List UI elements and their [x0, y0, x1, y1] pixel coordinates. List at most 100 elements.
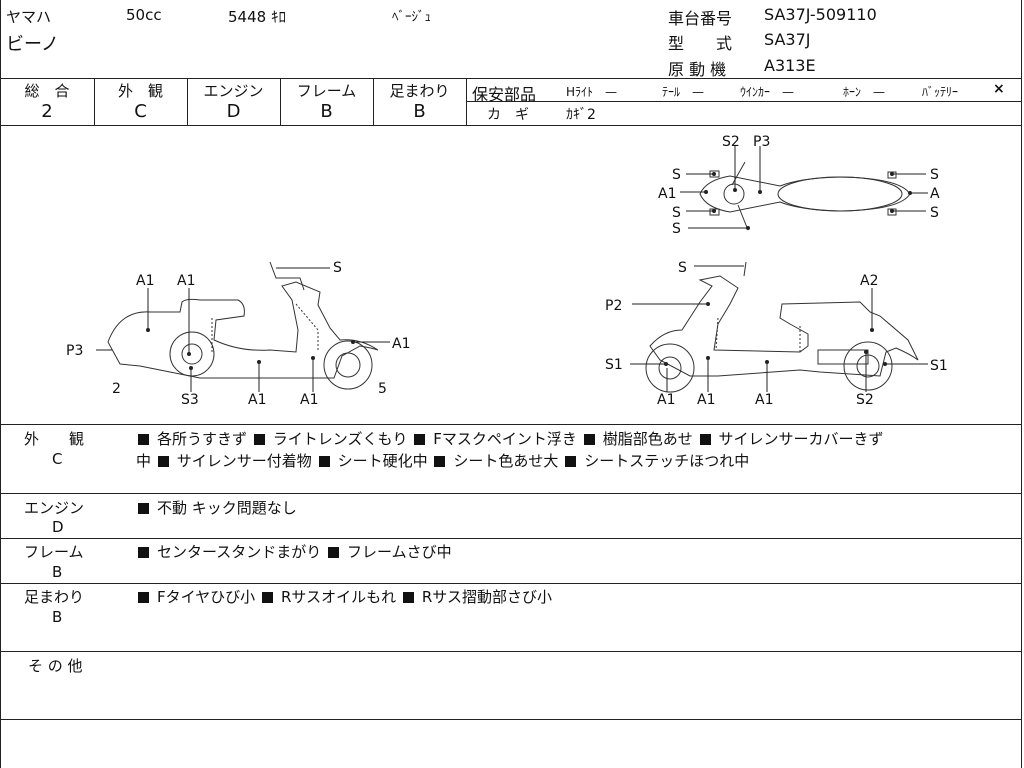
diagram-bottom-rule — [0, 424, 1022, 425]
remark-frame-title: フレーム — [24, 543, 84, 561]
remark-suspension-grade: B — [52, 608, 63, 626]
bullet-icon — [138, 547, 149, 558]
remark-item: Fマスクペイント浮き — [433, 430, 577, 448]
diag-label: A1 — [136, 273, 154, 289]
diag-label: S — [930, 167, 939, 183]
bullet-icon — [253, 434, 265, 445]
safety-item-battery: ﾊﾞｯﾃﾘｰ — [922, 85, 959, 99]
bullet-icon — [414, 434, 426, 445]
remark-item: サイレンサー付着物 — [176, 452, 312, 470]
grade-divider — [187, 78, 188, 125]
diag-label: S — [930, 205, 939, 221]
key-label: カ ギ — [487, 107, 529, 123]
color: ﾍﾞｰｼﾞｭ — [392, 10, 431, 25]
diag-label: S1 — [930, 358, 948, 374]
engine-value: A313E — [764, 56, 816, 75]
grade-suspension-value: B — [413, 101, 426, 122]
safety-item-headlight: Hﾗｲﾄ — — [566, 85, 618, 99]
diag-label: S3 — [181, 392, 199, 408]
grade-total-label: 総 合 — [24, 82, 70, 100]
remark-divider — [0, 538, 1022, 539]
remark-suspension-line: Fタイヤひび小 Rサスオイルもれ Rサス摺動部さび小 — [136, 586, 552, 607]
engine-label: 原 動 機 — [668, 60, 727, 79]
diag-label: A1 — [755, 392, 773, 408]
remark-exterior-line1: 各所うすきず ライトレンズくもり Fマスクペイント浮き 樹脂部色あせ サイレンサ… — [136, 428, 884, 449]
remark-item: 樹脂部色あせ — [602, 430, 693, 448]
bullet-icon — [138, 592, 149, 603]
remark-item: シートステッチほつれ中 — [584, 452, 750, 470]
remark-item: ライトレンズくもり — [272, 430, 408, 448]
safety-item-winker: ｳｲﾝｶｰ — — [740, 85, 795, 99]
remark-item: Rサスオイルもれ — [280, 588, 397, 606]
safety-item-tail: ﾃｰﾙ — — [662, 85, 705, 99]
remark-item: フレームさび中 — [347, 543, 452, 561]
frame-left — [0, 0, 1, 768]
grade-frame-value: B — [320, 101, 333, 122]
remark-item: Rサス摺動部さび小 — [421, 588, 552, 606]
diag-label: A1 — [658, 186, 676, 202]
damage-dots — [146, 172, 912, 370]
diag-label: S — [672, 205, 681, 221]
diag-label: S — [672, 221, 681, 237]
remark-item: センタースタンドまがり — [157, 543, 322, 561]
frame-right — [1021, 0, 1022, 768]
remark-frame-line: センタースタンドまがり フレームさび中 — [136, 541, 452, 562]
remark-engine-title: エンジン — [24, 499, 85, 517]
diag-label: S2 — [722, 134, 740, 150]
grade-exterior-label: 外 観 — [117, 82, 163, 100]
grade-total-value: 2 — [41, 101, 53, 122]
bullet-icon — [565, 456, 577, 467]
type-label: 型 式 — [668, 34, 733, 53]
bullet-icon — [583, 434, 595, 445]
diag-label: S — [333, 260, 342, 276]
diag-label: A1 — [697, 392, 715, 408]
bullet-icon — [138, 434, 149, 445]
diag-label: A1 — [392, 336, 410, 352]
diag-label: A — [930, 186, 940, 202]
bullet-icon — [261, 592, 273, 603]
diag-label: P3 — [66, 343, 83, 359]
remark-divider — [0, 493, 1022, 494]
bullet-icon — [402, 592, 414, 603]
scooter-left-view — [107, 261, 379, 390]
bullet-icon — [157, 456, 169, 467]
grade-divider — [280, 78, 281, 125]
remark-item: Fタイヤひび小 — [157, 588, 256, 606]
diag-label: S2 — [856, 392, 874, 408]
remark-item: 各所うすきず — [157, 430, 248, 448]
remark-engine-grade: D — [52, 518, 64, 536]
remark-engine-line: 不動 キック問題なし — [136, 497, 297, 518]
grade-suspension-label: 足まわり — [389, 82, 450, 100]
grade-row-top-rule — [0, 78, 1022, 79]
scooter-top-view — [699, 161, 911, 231]
remark-frame-grade: B — [52, 563, 63, 581]
diag-label: S — [678, 260, 687, 276]
scooter-right-view — [645, 261, 919, 393]
diag-label: A1 — [300, 392, 318, 408]
remark-exterior-line2: 中 サイレンサー付着物 シート硬化中 シート色あせ大 シートステッチほつれ中 — [136, 450, 749, 471]
grade-row-bottom-rule — [0, 125, 1022, 126]
diag-label: S — [672, 167, 681, 183]
grade-divider — [373, 78, 374, 125]
mileage: 5448 ｷﾛ — [228, 8, 286, 26]
bullet-icon — [328, 547, 340, 558]
battery-mark: × — [993, 81, 1005, 97]
safety-item-horn: ﾎｰﾝ — — [843, 85, 886, 99]
diag-label: S1 — [605, 357, 623, 373]
diag-label: A1 — [657, 392, 675, 408]
key-value: ｶｷﾞ2 — [566, 107, 596, 123]
diag-label: A1 — [177, 273, 195, 289]
remark-other-title: そ の 他 — [28, 657, 83, 675]
safety-parts-label: 保安部品 — [472, 85, 537, 104]
remark-item: 中 — [136, 452, 152, 470]
type-value: SA37J — [764, 30, 811, 49]
diag-label: A1 — [248, 392, 266, 408]
remark-divider — [0, 583, 1022, 584]
diag-label: 5 — [378, 381, 387, 397]
bullet-icon — [434, 456, 446, 467]
maker: ヤマハ — [6, 8, 52, 26]
remark-exterior-title: 外 観 — [24, 430, 85, 448]
displacement: 50cc — [126, 6, 162, 24]
remark-item: 不動 キック問題なし — [157, 499, 297, 517]
model-name: ビーノ — [6, 34, 59, 55]
